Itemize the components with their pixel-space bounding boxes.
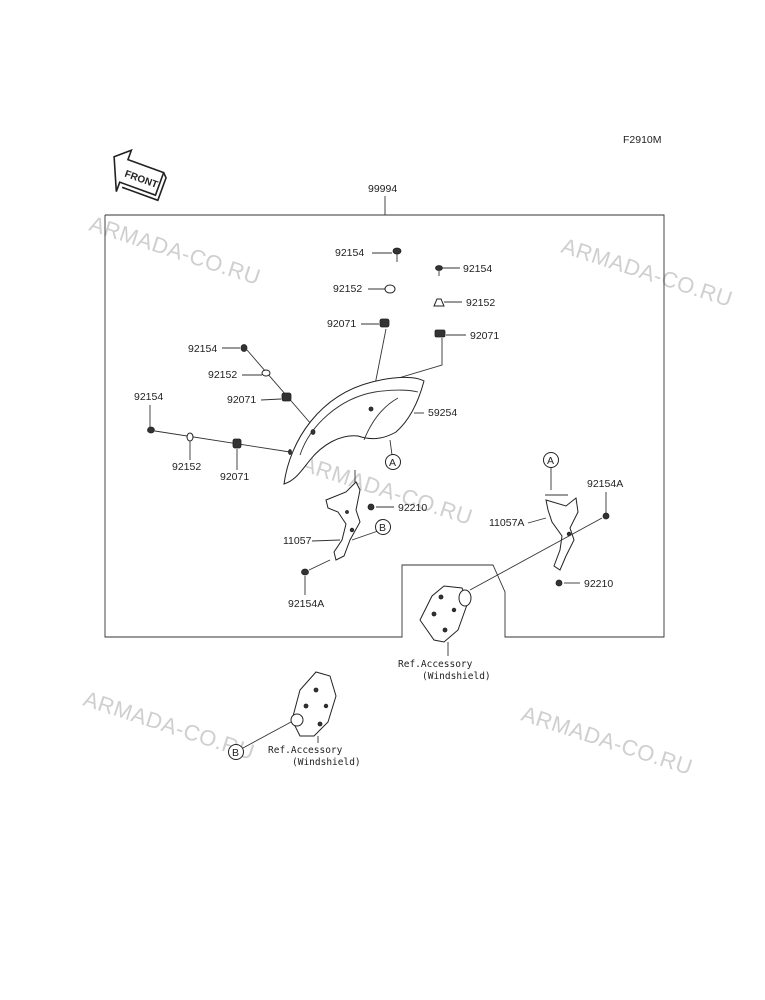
part-label-bolt-right: 92154: [463, 263, 492, 275]
washer-right: [433, 298, 445, 307]
watermark-2: ARMADA-CO.RU: [558, 233, 735, 312]
bolt-top: [392, 247, 402, 262]
part-label-washer-right: 92152: [466, 297, 495, 309]
callout-a-fender-label: A: [389, 457, 396, 469]
part-label-bolt-left-2: 92154: [134, 391, 163, 403]
nut-left: [367, 503, 375, 511]
watermark-5: ARMADA-CO.RU: [518, 701, 695, 780]
grommet-left-2: [232, 438, 242, 449]
windshield-mount-upper: [419, 585, 472, 643]
kit-frame: [104, 214, 665, 638]
callout-b-bracket: [375, 519, 391, 535]
grommet-right: [434, 329, 446, 338]
kit-number-label: 99994: [368, 183, 397, 195]
washer-left-1: [261, 369, 271, 377]
callout-b-windshield: [228, 744, 244, 760]
part-label-bolt-left-1: 92154: [188, 343, 217, 355]
bolt-left-1: [240, 344, 248, 352]
ref-accessory-lower-line1: Ref.Accessory: [268, 745, 343, 756]
part-label-bolt-top: 92154: [335, 247, 364, 259]
bolt-bracket-left: [301, 568, 309, 576]
callout-a-bracket-label: A: [547, 455, 554, 467]
part-label-grommet-top: 92071: [327, 318, 356, 330]
windshield-mount-lower: [290, 671, 337, 737]
nut-right: [555, 579, 563, 587]
part-label-bolt-a-right: 92154A: [587, 478, 623, 490]
ref-accessory-upper-line1: Ref.Accessory: [398, 659, 473, 670]
bolt-bracket-right: [602, 512, 610, 520]
part-label-nut-left: 92210: [398, 502, 427, 514]
part-label-nut-right: 92210: [584, 578, 613, 590]
front-arrow-icon: FRONT: [113, 148, 167, 202]
ref-accessory-lower-line2: (Windshield): [292, 757, 361, 768]
bolt-left-2: [147, 426, 155, 434]
grommet-left-1: [281, 392, 292, 402]
grommet-top: [379, 318, 390, 328]
callout-a-bracket: [543, 452, 559, 468]
part-label-washer-left-2: 92152: [172, 461, 201, 473]
bracket-left: [325, 481, 361, 561]
callout-a-fender: [385, 454, 401, 470]
part-label-grommet-left-1: 92071: [227, 394, 256, 406]
ref-accessory-upper-line2: (Windshield): [422, 671, 491, 682]
part-label-grommet-left-2: 92071: [220, 471, 249, 483]
front-fender: [283, 376, 425, 485]
part-label-bolt-a-left: 92154A: [288, 598, 324, 610]
part-label-fender: 59254: [428, 407, 457, 419]
part-label-grommet-right: 92071: [470, 330, 499, 342]
part-label-washer-top: 92152: [333, 283, 362, 295]
washer-top: [384, 284, 396, 294]
bolt-right: [435, 265, 443, 276]
part-label-bracket: 11057: [283, 535, 312, 547]
washer-left-2: [186, 432, 194, 442]
watermark-1: ARMADA-CO.RU: [86, 211, 263, 290]
part-label-bracket-a: 11057A: [489, 517, 524, 529]
callout-b-windshield-label: B: [232, 747, 239, 759]
part-label-washer-left-1: 92152: [208, 369, 237, 381]
watermarks: ARMADA-CO.RU ARMADA-CO.RU ARMADA-CO.RU A…: [80, 211, 735, 780]
callout-b-bracket-label: B: [379, 522, 386, 534]
bracket-right: [545, 497, 579, 571]
figure-code: F2910M: [623, 134, 662, 146]
